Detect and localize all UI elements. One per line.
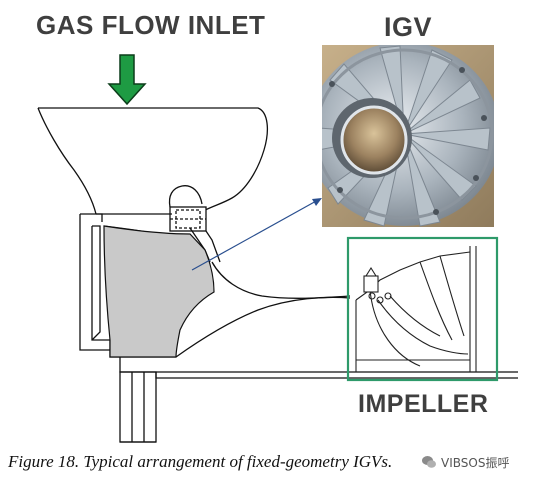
impeller-highlight-box [346, 236, 499, 382]
impeller-drawing [355, 246, 477, 372]
figure-caption: Figure 18. Typical arrangement of fixed-… [8, 452, 393, 471]
igv-leader-line [191, 198, 322, 271]
compressor-cross-section [37, 107, 518, 443]
wechat-icon [422, 456, 436, 468]
gas-flow-inlet-label: GAS FLOW INLET [36, 10, 266, 40]
gas-flow-arrow-icon [107, 54, 147, 106]
igv-section-shaded [103, 225, 215, 358]
watermark: VIBSOS振呼 [418, 452, 513, 472]
watermark-text: VIBSOS振呼 [441, 455, 510, 470]
igv-label: IGV [384, 12, 433, 42]
impeller-label: IMPELLER [358, 390, 489, 418]
igv-photo [322, 45, 494, 227]
